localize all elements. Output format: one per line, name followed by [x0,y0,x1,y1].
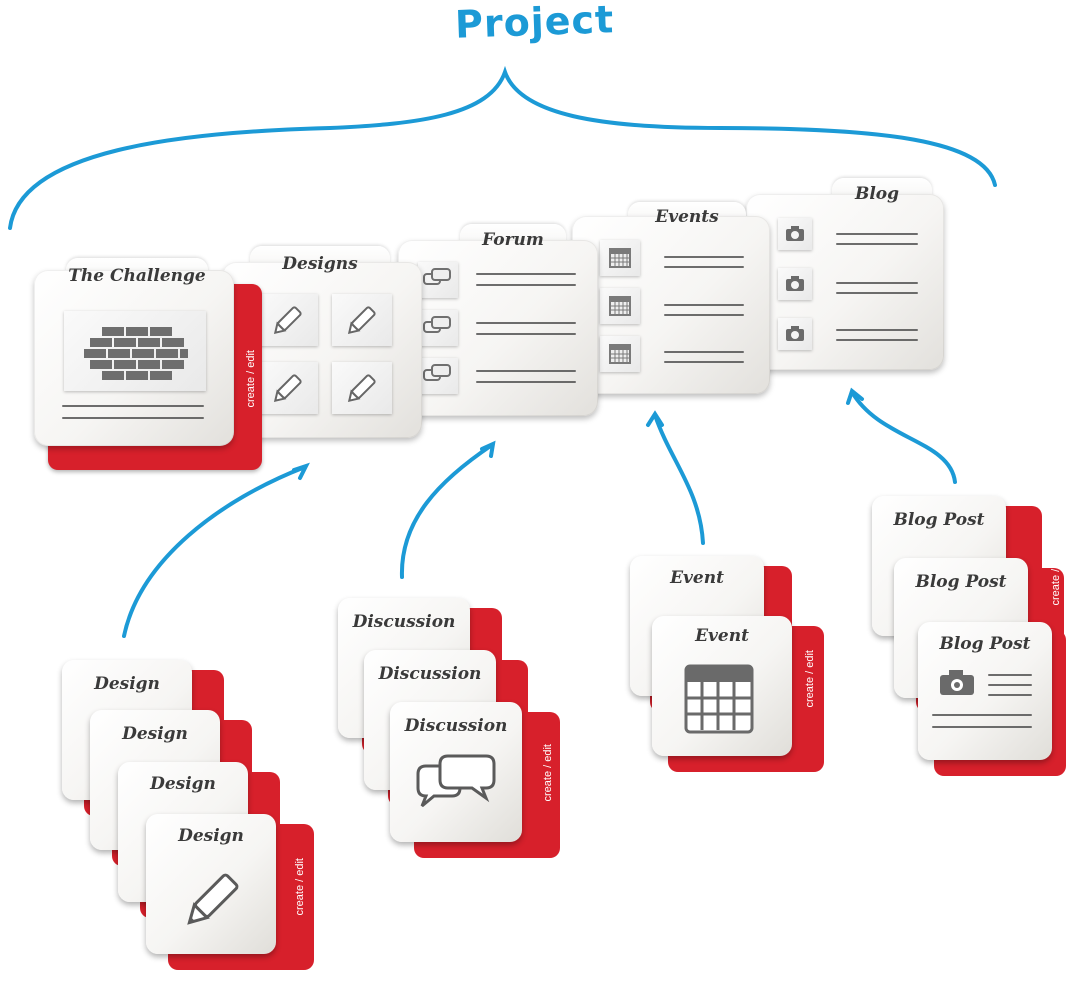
event-card-title: Event [695,626,749,646]
pencil-icon [187,873,239,925]
arrow-blogpost [850,390,957,484]
challenge-create-edit[interactable]: create / edit [245,350,257,408]
pencil-icon [258,362,318,414]
section-label-events: Events [655,207,719,227]
blogpost-card-title: Blog Post [915,572,1007,592]
discussion-card-title: Discussion [378,664,482,684]
speech-bubbles-icon [418,358,458,394]
page-title: Project [454,0,615,47]
calendar-icon [684,664,754,734]
camera-icon [778,218,812,250]
discussion-card-title: Discussion [352,612,456,632]
camera-icon [778,318,812,350]
speech-bubbles-icon [418,310,458,346]
arrow-design [122,465,307,638]
pencil-icon [332,362,392,414]
design-card-title: Design [150,774,216,794]
discussion-create-edit[interactable]: create / edit [542,744,554,802]
section-label-forum: Forum [482,230,544,250]
calendar-icon [600,240,640,276]
arrow-discussion [399,443,494,579]
blogpost-card-title: Blog Post [893,510,985,530]
calendar-icon [600,336,640,372]
pencil-icon [332,294,392,346]
camera-icon [940,670,974,695]
calendar-icon [600,288,640,324]
design-card-title: Design [178,826,244,846]
design-card-title: Design [94,674,160,694]
event-create-edit[interactable]: create / edit [804,650,816,708]
arrow-event [653,413,705,545]
event-card-title: Event [670,568,724,588]
section-label-designs: Designs [282,254,358,274]
pencil-icon [258,294,318,346]
blogpost-create-edit[interactable]: create / edit [1050,548,1062,606]
speech-bubbles-icon [418,262,458,298]
camera-icon [778,268,812,300]
design-create-edit[interactable]: create / edit [294,858,306,916]
speech-bubbles-icon [416,754,496,808]
blogpost-card-title: Blog Post [939,634,1031,654]
section-label-blog: Blog [854,184,900,204]
discussion-card-title: Discussion [404,716,508,736]
section-label-challenge: The Challenge [68,266,206,286]
brick-wall-icon [64,311,206,391]
design-card-title: Design [122,724,188,744]
project-brace [8,65,997,230]
